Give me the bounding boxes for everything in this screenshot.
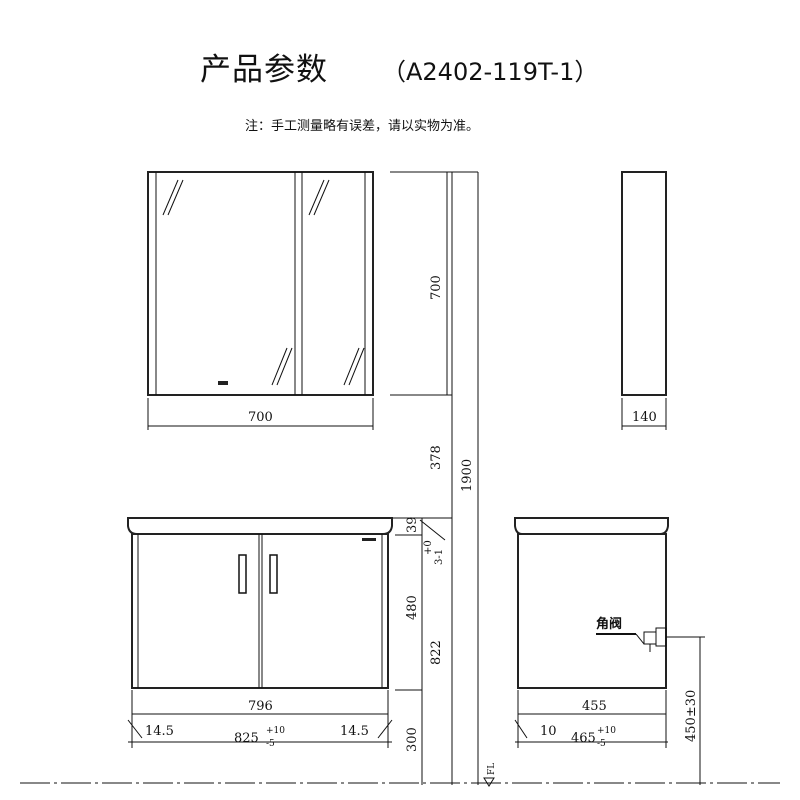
svg-text:796: 796 — [248, 699, 273, 714]
title-main: 产品参数 — [200, 52, 328, 88]
drain-icon — [362, 538, 376, 541]
mirror-cabinet-front — [147, 171, 374, 396]
svg-text:10: 10 — [540, 724, 557, 739]
door-handle-left-icon — [238, 554, 247, 594]
basin-tolerance: +0 3-1 — [419, 519, 446, 565]
svg-text:300: 300 — [405, 727, 420, 752]
svg-text:700: 700 — [248, 410, 273, 425]
door-handle-right-icon — [269, 554, 278, 594]
svg-text:14.5: 14.5 — [145, 724, 174, 739]
svg-text:140: 140 — [632, 410, 657, 425]
svg-text:1900: 1900 — [460, 459, 475, 492]
svg-text:39: 39 — [405, 516, 420, 533]
vanity-width-dimensions: 796 14.5 14.5 825 +10 -5 — [127, 690, 393, 749]
vertical-dimensions: 1900 378 39 +0 3-1 480 822 300 — [390, 171, 479, 785]
switch-icon — [218, 381, 228, 385]
svg-text:822: 822 — [429, 640, 444, 665]
mirror-cabinet-side: 140 — [621, 171, 667, 430]
svg-text:-5: -5 — [597, 739, 606, 749]
vanity-side: 角阀 455 10 465 +10 -5 450±30 — [514, 517, 705, 785]
vanity-front — [127, 517, 393, 689]
svg-text:450±30: 450±30 — [684, 690, 699, 742]
floor-line: FL — [20, 763, 780, 787]
svg-text:465: 465 — [571, 731, 596, 746]
valve-label: 角阀 — [596, 616, 622, 632]
svg-text:+10: +10 — [266, 726, 285, 736]
mirror-height-dimension: 700 — [390, 171, 452, 396]
svg-text:+10: +10 — [597, 726, 616, 736]
mirror-width-dimension: 700 — [147, 398, 374, 430]
svg-text:-5: -5 — [266, 739, 275, 749]
svg-text:455: 455 — [582, 699, 607, 714]
svg-text:FL: FL — [487, 763, 497, 775]
title-model: （A2402-119T-1） — [382, 58, 598, 86]
svg-text:+0: +0 — [423, 540, 434, 555]
svg-text:700: 700 — [429, 275, 444, 300]
svg-text:14.5: 14.5 — [340, 724, 369, 739]
svg-text:3-1: 3-1 — [434, 549, 445, 565]
disclaimer-note: 注：手工测量略有误差，请以实物为准。 — [245, 118, 479, 134]
mirror-glare-icon — [162, 179, 365, 386]
svg-text:378: 378 — [429, 445, 444, 470]
svg-text:825: 825 — [234, 731, 259, 746]
svg-text:480: 480 — [405, 595, 420, 620]
